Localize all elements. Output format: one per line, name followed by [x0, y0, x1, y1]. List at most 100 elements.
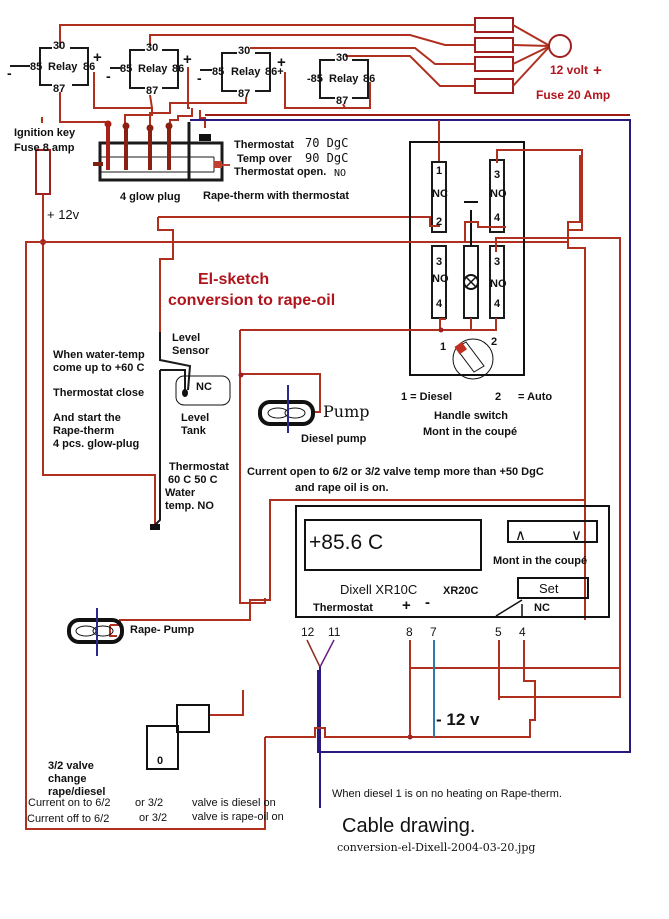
fuse-1: [474, 17, 514, 33]
plus-symbol: +: [402, 597, 411, 614]
supply-wires: [59, 24, 475, 87]
rape-pump-label: Rape- Pump: [130, 624, 194, 636]
heater-thermostat-spec: Thermostat 70 DgC Temp over 90 DgC Therm…: [234, 136, 348, 179]
relay-label: Relay: [329, 73, 359, 85]
water-thermostat-label: Water: [165, 487, 196, 499]
legend-diesel: 1 = Diesel: [401, 391, 452, 403]
up-arrow-icon: ∧: [515, 527, 526, 544]
fuse-4: [474, 78, 514, 94]
glow-plug-wires: [59, 67, 630, 128]
note-line: When water-temp: [53, 349, 145, 361]
footer-note: valve is diesel on: [192, 797, 276, 809]
footer-notes: Current on to 6/2 or 3/2 valve is diesel…: [27, 788, 562, 825]
level-tank-label: Tank: [181, 425, 207, 437]
valve-label: rape/diesel: [48, 786, 105, 798]
valve-state: 0: [157, 755, 163, 767]
diesel-pump-caption: Diesel pump: [301, 433, 367, 445]
relay-pin-87: 87: [146, 85, 158, 97]
relay-pin-87: 87: [238, 88, 250, 100]
legend-auto-number: 2: [495, 391, 501, 403]
thermostat-open-state: NO: [334, 168, 346, 179]
glow-plug-label: 4 glow plug: [120, 191, 181, 203]
terminal-11: 11: [328, 625, 341, 639]
plus-symbol: +: [277, 54, 286, 71]
thermostat-value: 70 DgC: [305, 136, 348, 150]
handle-switch-mount-label: Mont in the coupé: [423, 426, 517, 438]
dixell-mount-label: Mont in the coupé: [493, 555, 587, 567]
footer-note: When diesel 1 is on no heating on Rape-t…: [332, 788, 562, 800]
level-sensor-label: Level: [172, 332, 200, 344]
minus-symbol: -: [7, 65, 12, 81]
temperature-display: +85.6 C: [309, 531, 383, 554]
relay-pin-87: 87: [53, 83, 65, 95]
temp-over-value: 90 DgC: [305, 151, 348, 165]
terminal-7: 7: [430, 625, 437, 639]
note-line: Rape-therm: [53, 425, 114, 437]
relay-1: 30 85 Relay 86 87 - +: [7, 40, 102, 95]
relay-pin-86: 86: [363, 73, 375, 85]
minus-symbol: -: [197, 70, 202, 86]
fuse-3: [474, 56, 514, 72]
operation-notes: When water-temp come up to +60 C Thermos…: [53, 349, 145, 450]
plus-symbol: +: [93, 49, 102, 66]
three-way-valve: [25, 690, 266, 830]
relay-pin-85: 85: [212, 66, 224, 78]
level-sensor-state: NC: [196, 381, 212, 393]
plus-symbol: +: [593, 62, 602, 79]
battery-terminal: [548, 34, 572, 58]
contact-state: NO: [490, 188, 507, 200]
valve-label: change: [48, 773, 87, 785]
ground-loop-wire: [190, 119, 631, 753]
contact-pin: 2: [436, 216, 442, 228]
diagram-title-line1: El-sketch: [198, 271, 269, 288]
diesel-pump: [238, 372, 321, 433]
rape-therm-label: Rape-therm with thermostat: [203, 190, 349, 202]
contact-state: NO: [490, 278, 507, 290]
plus-12v-label: + 12v: [47, 207, 80, 222]
handle-switch: [173, 120, 621, 669]
relay-pin-85: -85: [307, 73, 323, 85]
relay-pin-85: 85: [30, 61, 42, 73]
handle-switch-label: Handle switch: [434, 410, 508, 422]
relay-pin-86: 86: [172, 63, 184, 75]
relay-label: Relay: [231, 66, 261, 78]
rape-pump: [67, 608, 124, 656]
fuse-rating-label: Fuse 20 Amp: [536, 88, 610, 102]
fuse-2: [474, 37, 514, 53]
glow-plug-block: [93, 120, 230, 182]
fuse-8-amp-label: Fuse 8 amp: [14, 142, 75, 154]
cable-drawing-caption: Cable drawing.: [342, 815, 475, 837]
relay-pin-30: 30: [238, 45, 250, 57]
negative-supply-label: - 12 v: [436, 710, 480, 729]
filename-label: conversion-el-Dixell-2004-03-20.jpg: [337, 841, 535, 854]
thermostat-open-label: Thermostat open.: [234, 166, 326, 178]
contact-pin: 3: [494, 169, 500, 181]
relay-pin-86: 86+: [265, 66, 284, 78]
contact-pin: 4: [494, 298, 501, 310]
terminal-5: 5: [495, 625, 502, 639]
relay-pin-30: 30: [336, 52, 348, 64]
thermostat-label: Thermostat: [234, 139, 294, 151]
note-line: 4 pcs. glow-plug: [53, 438, 139, 450]
contact-pin: 3: [494, 256, 500, 268]
voltage-label: 12 volt: [550, 63, 588, 77]
relay-pin-30: 30: [146, 42, 158, 54]
pump-label: Pump: [323, 402, 369, 421]
switch-position-2: 2: [491, 336, 497, 348]
terminal-4: 4: [519, 625, 526, 639]
level-tank-label: Level: [181, 412, 209, 424]
contact-pin: 4: [494, 212, 501, 224]
water-thermostat-state: temp. NO: [165, 500, 214, 512]
footer-note: valve is rape-oil on: [192, 811, 284, 823]
footer-note: Current on to 6/2: [28, 797, 111, 809]
contact-state: NO: [432, 273, 449, 285]
contact-state: NC: [432, 188, 448, 200]
minus-symbol: -: [425, 594, 430, 611]
valve-label: 3/2 valve: [48, 760, 94, 772]
water-thermostat-label: Thermostat: [169, 461, 229, 473]
water-thermostat: Thermostat 60 C 50 C Water temp. NO: [165, 461, 229, 512]
relay-pin-30: 30: [53, 40, 65, 52]
relay-pin-86: 86: [83, 61, 95, 73]
plus-symbol: +: [183, 51, 192, 68]
relay-pin-87: 87: [336, 95, 348, 107]
